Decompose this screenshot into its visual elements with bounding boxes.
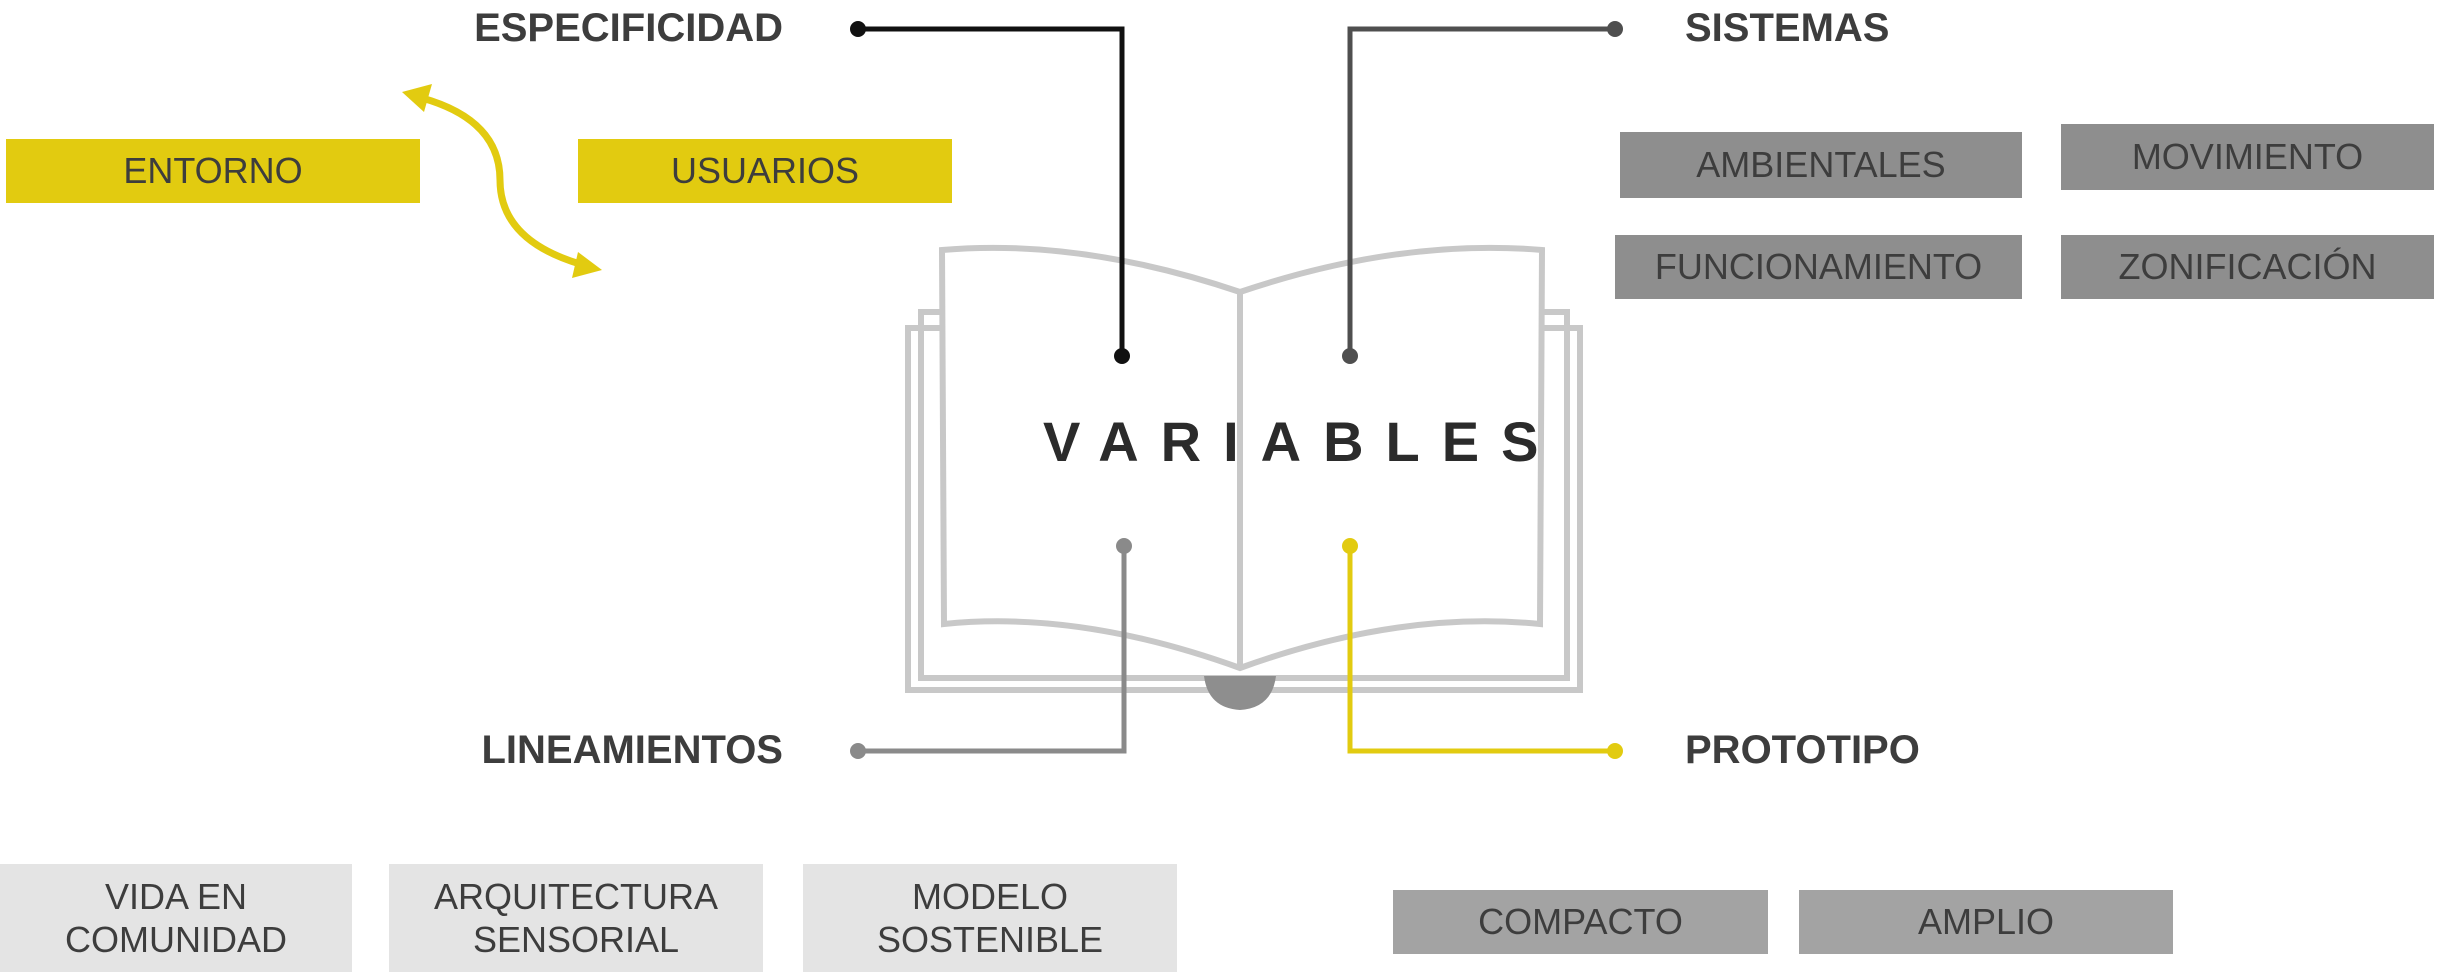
connector-especificidad	[850, 21, 1130, 364]
box-movimiento: MOVIMIENTO	[2061, 124, 2434, 190]
box-usuarios: USUARIOS	[578, 139, 952, 203]
heading-sistemas: SISTEMAS	[1685, 6, 1890, 50]
box-ambientales: AMBIENTALES	[1620, 132, 2022, 198]
heading-lineamientos: LINEAMIENTOS	[481, 728, 783, 772]
center-title: VARIABLES	[1043, 410, 1561, 473]
box-vida-en-comunidad: VIDA EN COMUNIDAD	[0, 864, 352, 972]
double-arrow-icon	[402, 84, 602, 278]
box-amplio: AMPLIO	[1799, 890, 2173, 954]
box-compacto: COMPACTO	[1393, 890, 1768, 954]
box-entorno: ENTORNO	[6, 139, 420, 203]
connector-lineamientos	[850, 538, 1132, 759]
book-spine-tab	[1204, 676, 1276, 710]
book-icon	[905, 244, 1583, 693]
box-modelo-sostenible: MODELO SOSTENIBLE	[803, 864, 1177, 972]
heading-especificidad: ESPECIFICIDAD	[474, 6, 783, 50]
connector-sistemas	[1342, 21, 1623, 364]
box-funcionamiento: FUNCIONAMIENTO	[1615, 235, 2022, 299]
connector-prototipo	[1342, 538, 1623, 759]
box-arquitectura-sensorial: ARQUITECTURA SENSORIAL	[389, 864, 763, 972]
box-zonificacion: ZONIFICACIÓN	[2061, 235, 2434, 299]
heading-prototipo: PROTOTIPO	[1685, 728, 1920, 772]
